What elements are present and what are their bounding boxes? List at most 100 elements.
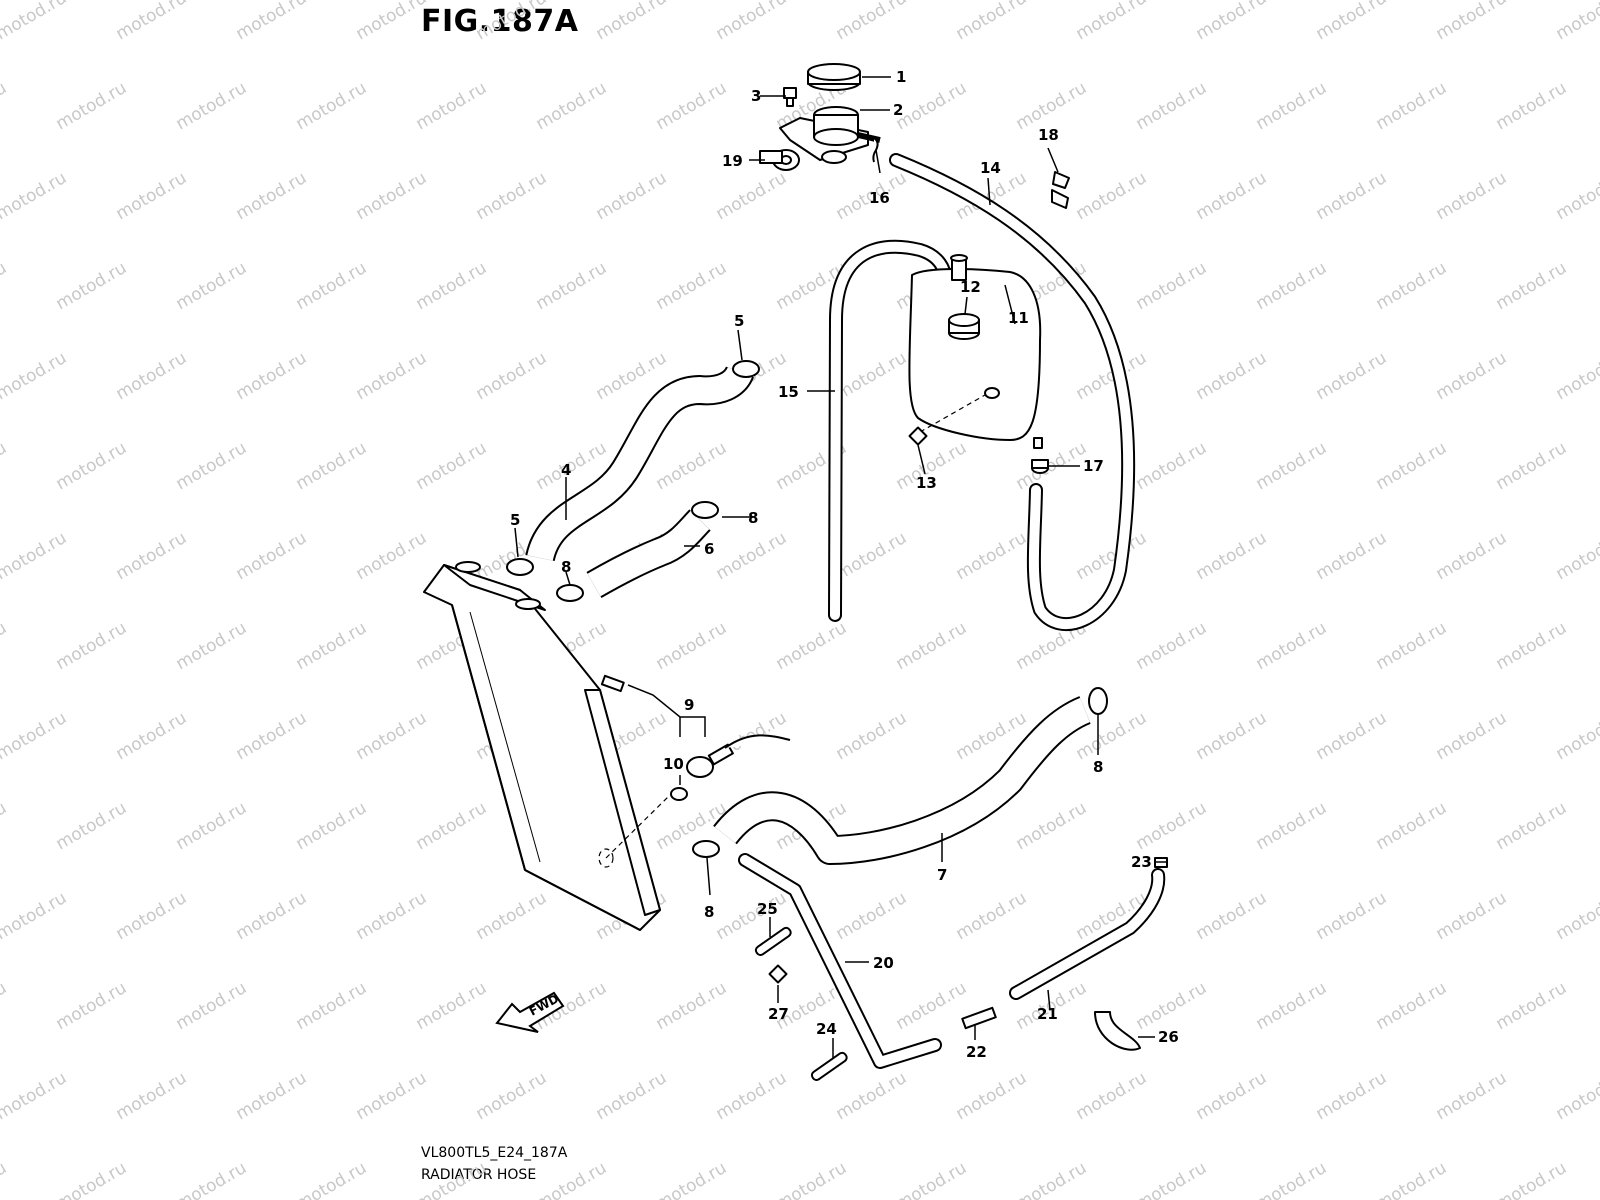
watermark-text: motod.ru bbox=[1373, 618, 1451, 674]
watermark-text: motod.ru bbox=[533, 258, 611, 314]
strap-24 bbox=[810, 1051, 848, 1081]
watermark-text: motod.ru bbox=[1313, 888, 1391, 944]
callout-labels: 1 2 3 4 5 5 6 7 8 8 8 8 9 10 11 12 13 14… bbox=[510, 68, 1179, 1061]
watermark-text: motod.ru bbox=[293, 618, 371, 674]
callout-6: 6 bbox=[704, 540, 714, 558]
watermark-text: motod.ru bbox=[713, 1068, 791, 1124]
watermark-text: motod.ru bbox=[833, 708, 911, 764]
watermark-text: motod.ru bbox=[293, 438, 371, 494]
bolt-27 bbox=[768, 964, 788, 984]
watermark-text: motod.ru bbox=[293, 978, 371, 1034]
watermark-text: motod.ru bbox=[1133, 618, 1211, 674]
watermark-text: motod.ru bbox=[653, 78, 731, 134]
watermark-text: motod.ru bbox=[0, 438, 10, 494]
watermark-text: motod.ru bbox=[833, 1068, 911, 1124]
callout-8-right: 8 bbox=[1093, 758, 1103, 776]
callout-20: 20 bbox=[873, 954, 894, 972]
watermark-text: motod.ru bbox=[53, 798, 131, 854]
watermark-text: motod.ru bbox=[353, 168, 431, 224]
strap-25 bbox=[754, 926, 792, 956]
watermark-text: motod.ru bbox=[1313, 1068, 1391, 1124]
watermark-text: motod.ru bbox=[473, 168, 551, 224]
watermark-text: motod.ru bbox=[533, 78, 611, 134]
hose-20 bbox=[738, 853, 942, 1069]
watermark-text: motod.ru bbox=[1373, 978, 1451, 1034]
watermark-text: motod.ru bbox=[1073, 168, 1151, 224]
watermark-text: motod.ru bbox=[1373, 1158, 1451, 1200]
watermark-text: motod.ru bbox=[0, 708, 70, 764]
watermark-text: motod.ru bbox=[1553, 708, 1600, 764]
watermark-text: motod.ru bbox=[1373, 258, 1451, 314]
watermark-text: motod.ru bbox=[0, 1068, 70, 1124]
watermark-text: motod.ru bbox=[893, 1158, 971, 1200]
watermark-text: motod.ru bbox=[233, 0, 311, 44]
watermark-text: motod.ru bbox=[1193, 888, 1271, 944]
watermark-text: motod.ru bbox=[1433, 888, 1511, 944]
watermark-text: motod.ru bbox=[1373, 798, 1451, 854]
watermark-text: motod.ru bbox=[1253, 258, 1331, 314]
watermark-text: motod.ru bbox=[1493, 258, 1571, 314]
watermark-text: motod.ru bbox=[0, 1158, 10, 1200]
watermark-text: motod.ru bbox=[1073, 528, 1151, 584]
hose-7 bbox=[713, 696, 1092, 865]
clip-18 bbox=[1051, 171, 1070, 209]
watermark-text: motod.ru bbox=[1133, 978, 1211, 1034]
watermark-text: motod.ru bbox=[233, 348, 311, 404]
watermark-text: motod.ru bbox=[413, 798, 491, 854]
watermark-text: motod.ru bbox=[1133, 1158, 1211, 1200]
watermark-text: motod.ru bbox=[413, 1158, 491, 1200]
watermark-text: motod.ru bbox=[653, 258, 731, 314]
watermark-text: motod.ru bbox=[1133, 258, 1211, 314]
watermark-text: motod.ru bbox=[1193, 1068, 1271, 1124]
watermark-text: motod.ru bbox=[53, 438, 131, 494]
callout-13: 13 bbox=[916, 474, 937, 492]
watermark-text: motod.ru bbox=[233, 528, 311, 584]
watermark-text: motod.ru bbox=[413, 78, 491, 134]
watermark-text: motod.ru bbox=[713, 528, 791, 584]
callout-8-upper: 8 bbox=[748, 509, 758, 527]
watermark-text: motod.ru bbox=[1553, 0, 1600, 44]
watermark-text: motod.ru bbox=[0, 618, 10, 674]
watermark-text: motod.ru bbox=[1133, 798, 1211, 854]
watermark-text: motod.ru bbox=[1433, 0, 1511, 44]
watermark-text: motod.ru bbox=[173, 78, 251, 134]
watermark-text: motod.ru bbox=[0, 168, 70, 224]
watermark-text: motod.ru bbox=[1553, 888, 1600, 944]
fitting-22 bbox=[961, 1006, 997, 1030]
callout-4: 4 bbox=[561, 461, 571, 479]
watermark-text: motod.ru bbox=[1373, 78, 1451, 134]
reservoir-tank bbox=[908, 254, 1043, 449]
watermark-text: motod.ru bbox=[893, 618, 971, 674]
watermark-text: motod.ru bbox=[953, 528, 1031, 584]
watermark-text: motod.ru bbox=[353, 1068, 431, 1124]
watermark-text: motod.ru bbox=[1433, 708, 1511, 764]
watermark-text: motod.ru bbox=[1493, 1158, 1571, 1200]
watermark-text: motod.ru bbox=[1373, 438, 1451, 494]
watermark-text: motod.ru bbox=[833, 888, 911, 944]
section-name: RADIATOR HOSE bbox=[421, 1167, 537, 1183]
watermark-text: motod.ru bbox=[1493, 438, 1571, 494]
watermark-text: motod.ru bbox=[293, 258, 371, 314]
filler-neck bbox=[779, 106, 881, 164]
watermark-text: motod.ru bbox=[773, 1158, 851, 1200]
watermark-text: motod.ru bbox=[113, 528, 191, 584]
watermark-text: motod.ru bbox=[713, 168, 791, 224]
thermo-switch bbox=[670, 734, 791, 801]
watermark-text: motod.ru bbox=[1553, 528, 1600, 584]
watermark-text: motod.ru bbox=[1073, 0, 1151, 44]
watermark-text: motod.ru bbox=[653, 1158, 731, 1200]
leader-lines bbox=[514, 76, 1166, 1058]
watermark-text: motod.ru bbox=[833, 0, 911, 44]
watermark-text: motod.ru bbox=[1313, 528, 1391, 584]
watermark-text: motod.ru bbox=[1433, 348, 1511, 404]
watermark-text: motod.ru bbox=[833, 348, 911, 404]
watermark-text: motod.ru bbox=[413, 258, 491, 314]
watermark-text: motod.ru bbox=[353, 888, 431, 944]
callout-8-lower: 8 bbox=[561, 558, 571, 576]
watermark-text: motod.ru bbox=[1253, 438, 1331, 494]
clamp-5-lower bbox=[506, 558, 534, 576]
watermark-text: motod.ru bbox=[1253, 978, 1331, 1034]
watermark-text: motod.ru bbox=[113, 0, 191, 44]
figure-title: FIG.187A bbox=[421, 4, 579, 39]
